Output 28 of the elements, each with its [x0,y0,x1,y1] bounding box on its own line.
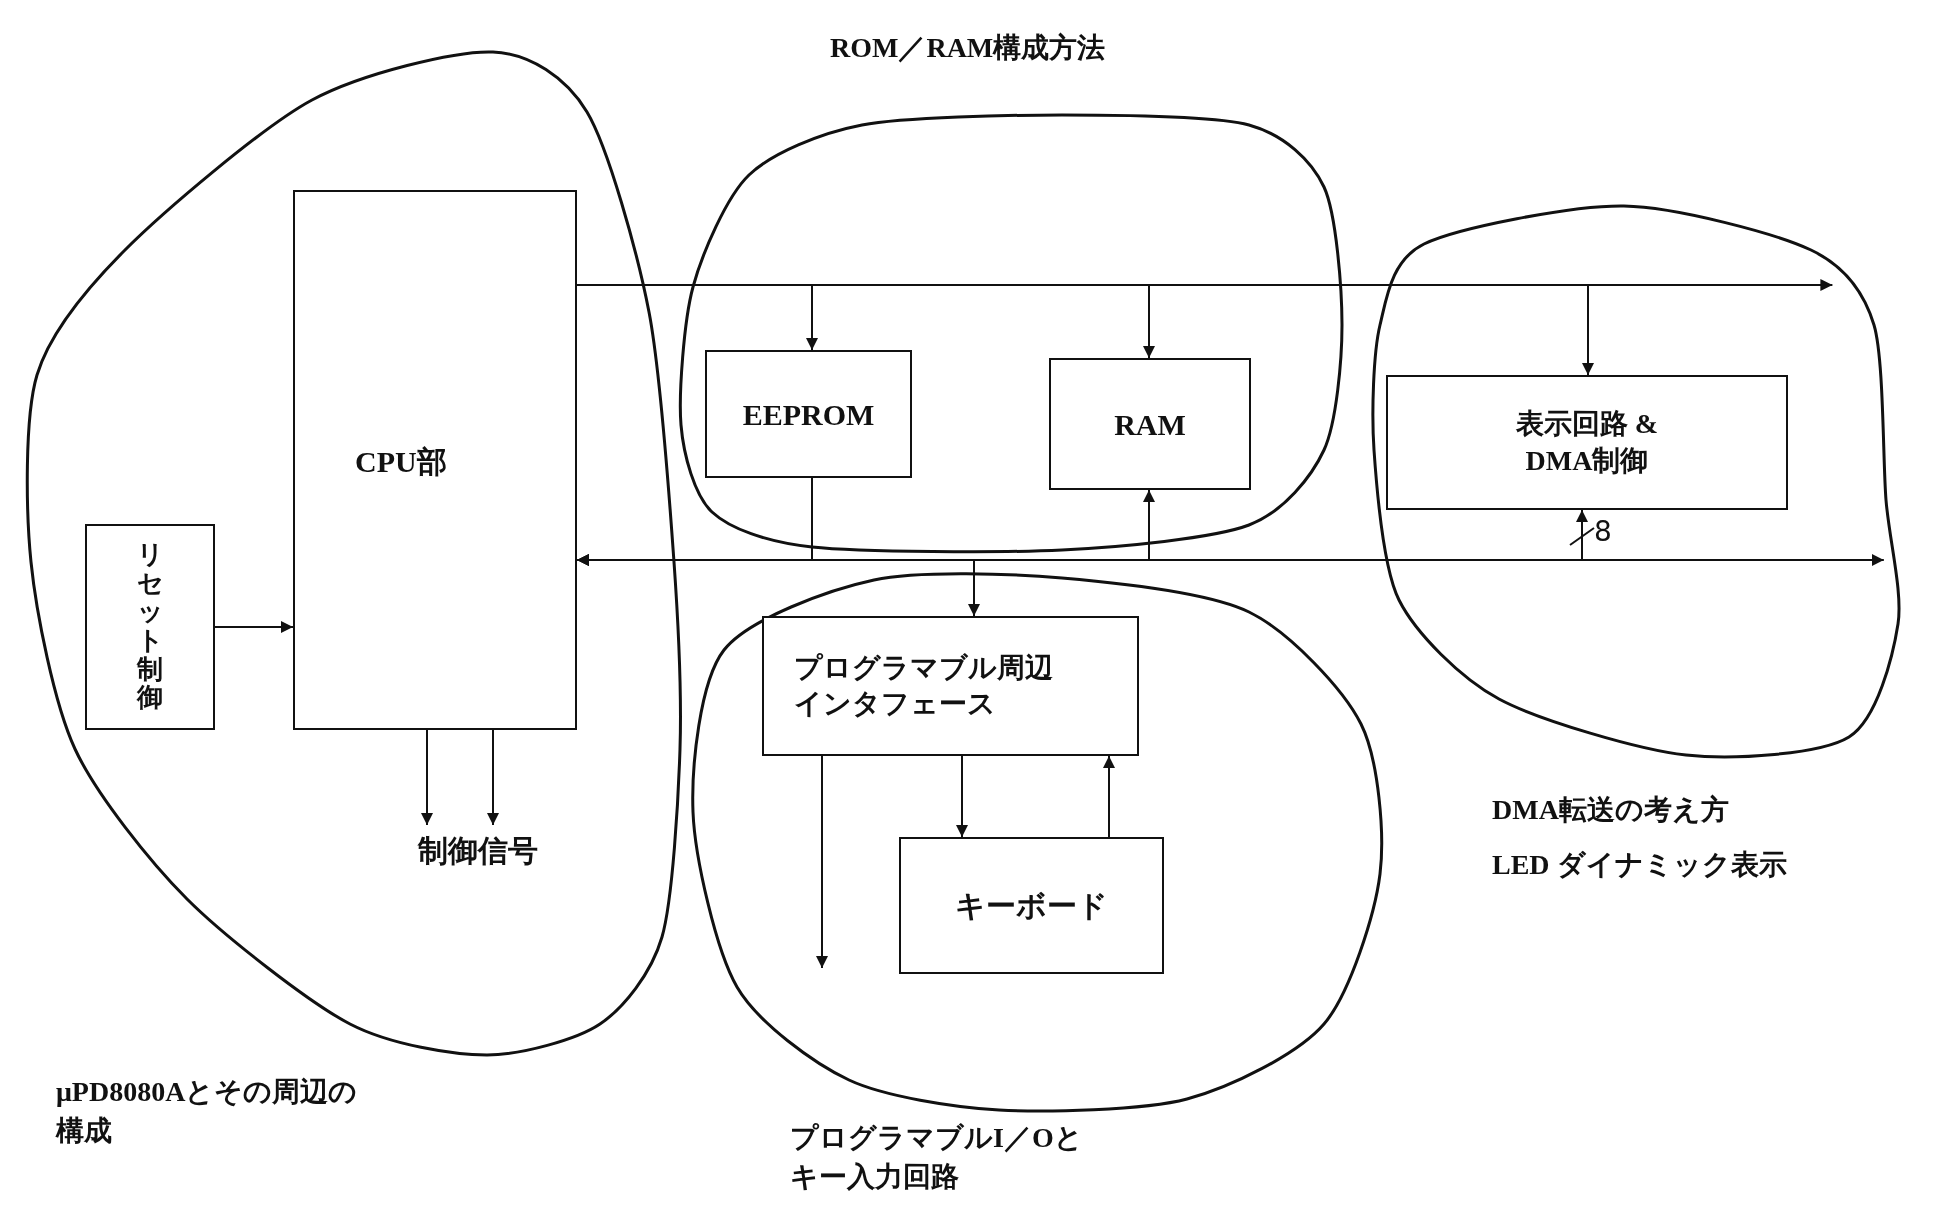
region-caption: μPD8080Aとその周辺の構成 [56,1075,359,1149]
block-box [762,616,1139,756]
block-box [1049,358,1251,490]
bus-width-label: 8 [1594,515,1612,548]
region-caption: ROM／RAM構成方法 [830,31,1107,65]
block-label: プログラマブル周辺インタフェース [794,650,1054,721]
block-label: リセット制御 [137,541,163,713]
block-label: EEPROM [742,396,875,433]
block-label: RAM [1114,406,1186,443]
block-box [293,190,577,730]
region-caption: LED ダイナミック表示 [1492,848,1788,882]
block-box [85,524,215,730]
region-caption: プログラマブルI／Oとキー入力回路 [790,1121,1084,1195]
arrow [1103,755,1115,838]
block-box [1386,375,1788,510]
region-caption: DMA転送の考え方 [1492,793,1730,827]
arrow [487,729,499,826]
block-label: CPU部 [355,444,447,480]
arrow [816,755,828,969]
block-label: 表示回路 & DMA制御 [1514,407,1660,478]
arrow [214,621,294,633]
arrow [956,755,968,838]
arrow [576,554,980,617]
block-label: キーボード [955,888,1108,924]
arrow [421,729,433,826]
signal-label: 制御信号 [417,832,538,869]
block-box [899,837,1164,974]
block-box [705,350,912,478]
